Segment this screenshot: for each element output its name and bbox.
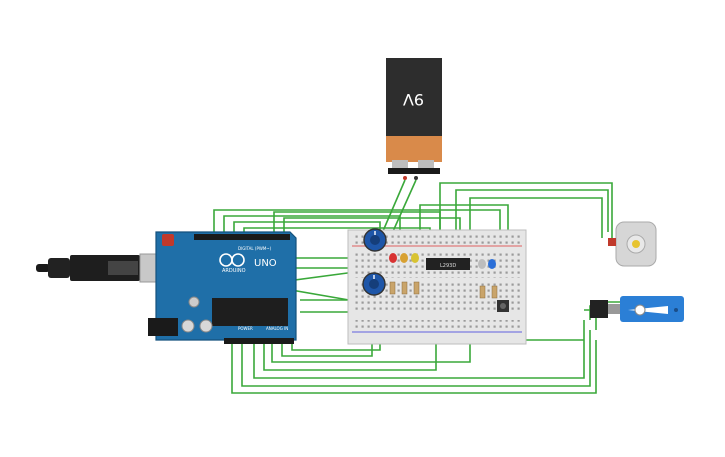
potentiometer-bottom[interactable]	[362, 272, 386, 296]
potentiometer-top[interactable]	[363, 228, 387, 252]
chip-label: L293D	[440, 263, 456, 269]
push-button[interactable]	[497, 300, 509, 312]
dc-motor	[608, 221, 657, 267]
digital-label: DIGITAL (PWM~)	[238, 246, 272, 251]
led-red	[389, 253, 397, 263]
leds	[389, 253, 496, 269]
led-blue	[488, 259, 496, 269]
usb-cable	[36, 253, 171, 283]
led-yellow	[411, 253, 419, 263]
analog-label: ANALOG IN	[266, 326, 288, 331]
resistors	[389, 281, 498, 299]
led-white	[478, 259, 486, 269]
power-label: POWER	[238, 326, 253, 331]
microcontroller-chip	[212, 298, 288, 326]
motor-driver-chip: L293D	[426, 258, 470, 270]
battery-label: 9V	[403, 90, 424, 109]
led-orange	[400, 253, 408, 263]
servo-motor	[590, 296, 684, 322]
arduino-board[interactable]: ARDUINO UNO DIGITAL (PWM~) POWER ANALOG …	[148, 231, 297, 344]
arduino-brand: ARDUINO	[222, 268, 246, 274]
arduino-model: UNO	[254, 258, 277, 269]
battery-9v: 9V	[386, 58, 442, 180]
reset-button[interactable]	[162, 234, 174, 246]
